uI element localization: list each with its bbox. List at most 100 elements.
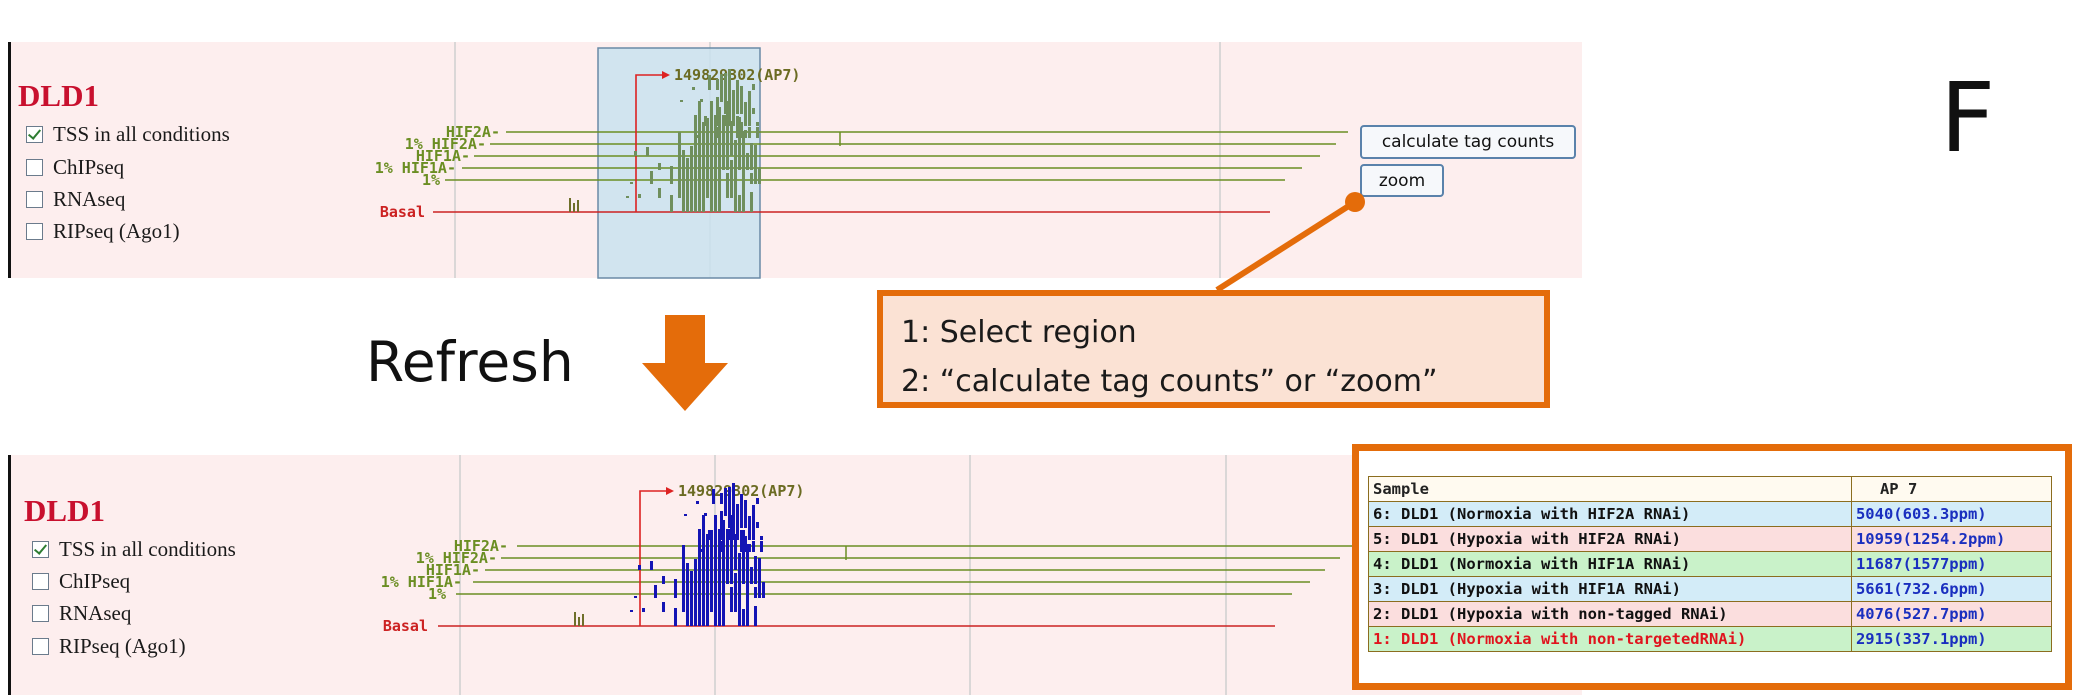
read-bar bbox=[754, 145, 757, 156]
read-bar bbox=[744, 500, 747, 516]
track-label: 1% bbox=[428, 585, 446, 603]
read-bar bbox=[732, 97, 735, 126]
read-bar bbox=[728, 89, 731, 102]
option-chipseq[interactable]: ChIPseq bbox=[32, 569, 130, 594]
option-ripseq[interactable]: RIPseq (Ago1) bbox=[32, 634, 186, 659]
read-bar bbox=[718, 157, 721, 212]
read-bar bbox=[748, 516, 751, 540]
read-bar bbox=[720, 79, 723, 102]
read-bar bbox=[710, 183, 713, 212]
checkbox[interactable] bbox=[26, 223, 43, 240]
option-chipseq[interactable]: ChIPseq bbox=[26, 155, 124, 180]
header-ap7: AP 7 bbox=[1850, 476, 2053, 502]
sample-cell: 6: DLD1 (Normoxia with HIF2A RNAi) bbox=[1368, 501, 1852, 527]
read-bar bbox=[728, 100, 731, 126]
read-bar bbox=[680, 100, 683, 102]
read-bar bbox=[690, 571, 693, 626]
read-bar bbox=[710, 101, 713, 156]
read-bar bbox=[710, 543, 713, 598]
read-bar bbox=[730, 121, 733, 156]
option-tss[interactable]: TSS in all conditions bbox=[32, 537, 236, 562]
sample-cell: 2: DLD1 (Hypoxia with non-tagged RNAi) bbox=[1368, 601, 1852, 627]
read-bar bbox=[724, 91, 727, 102]
read-bar bbox=[746, 569, 749, 612]
tag-count-cell: 10959(1254.2ppm) bbox=[1850, 526, 2053, 552]
read-bar bbox=[758, 168, 761, 184]
table-row: 2: DLD1 (Hypoxia with non-tagged RNAi)40… bbox=[1368, 601, 2053, 627]
checkbox[interactable] bbox=[32, 605, 49, 622]
read-bar bbox=[758, 581, 761, 598]
read-bar bbox=[716, 127, 719, 138]
read-bar bbox=[756, 122, 759, 126]
figure-letter: F bbox=[1940, 62, 1996, 174]
read-bar bbox=[744, 514, 747, 528]
read-bar bbox=[760, 541, 763, 552]
track-area-top[interactable]: HIF2A-1% HIF2A-HIF1A-1% HIF1A-1%Basal149… bbox=[0, 42, 1400, 279]
read-bar bbox=[740, 494, 743, 516]
read-bar bbox=[634, 596, 637, 598]
position-marker-label: 149829302(AP7) bbox=[678, 482, 804, 500]
read-bar bbox=[682, 168, 685, 198]
read-bar bbox=[626, 196, 629, 198]
option-rnaseq[interactable]: RNAseq bbox=[26, 187, 125, 212]
panel-left-border bbox=[8, 455, 11, 695]
read-bar bbox=[642, 608, 645, 612]
checkbox[interactable] bbox=[32, 573, 49, 590]
read-bar bbox=[654, 585, 657, 598]
read-bar bbox=[736, 511, 739, 540]
read-bar bbox=[714, 115, 717, 170]
track-label: HIF1A- bbox=[416, 147, 470, 165]
read-bar bbox=[732, 514, 735, 540]
read-bar bbox=[630, 182, 633, 184]
tss-marker-line bbox=[635, 74, 664, 212]
read-bar bbox=[750, 192, 753, 212]
option-rnaseq[interactable]: RNAseq bbox=[32, 601, 131, 626]
read-bar bbox=[696, 501, 699, 504]
read-bar bbox=[716, 114, 719, 126]
checkbox[interactable] bbox=[26, 191, 43, 208]
callout-line-2: 2: “calculate tag counts” or “zoom” bbox=[901, 364, 1438, 399]
read-bar bbox=[728, 505, 731, 516]
refresh-label: Refresh bbox=[366, 330, 574, 394]
checkbox[interactable] bbox=[26, 159, 43, 176]
read-bar bbox=[752, 511, 755, 528]
read-bar bbox=[730, 587, 733, 612]
zoom-button[interactable]: zoom bbox=[1360, 164, 1444, 197]
read-bar bbox=[734, 157, 737, 212]
read-bar bbox=[708, 75, 711, 90]
basal-read-bar bbox=[577, 200, 579, 212]
option-ripseq[interactable]: RIPseq (Ago1) bbox=[26, 219, 180, 244]
read-bar bbox=[752, 108, 755, 114]
read-bar bbox=[708, 530, 711, 540]
read-bar bbox=[742, 609, 745, 626]
read-bar bbox=[704, 116, 707, 126]
read-bar bbox=[722, 520, 725, 570]
checkbox[interactable] bbox=[32, 638, 49, 655]
track-label: 1% bbox=[422, 171, 440, 189]
table-row: 3: DLD1 (Hypoxia with HIF1A RNAi)5661(73… bbox=[1368, 576, 2053, 602]
read-bar bbox=[720, 493, 723, 504]
checkbox-checked[interactable] bbox=[26, 126, 43, 143]
track-area-bottom[interactable]: HIF2A-1% HIF2A-HIF1A-1% HIF1A-1%Basal149… bbox=[0, 455, 1400, 695]
track-label: 1% HIF1A- bbox=[381, 573, 462, 591]
read-bar bbox=[714, 597, 717, 626]
read-bar bbox=[740, 86, 743, 102]
read-bar bbox=[674, 579, 677, 598]
read-bar bbox=[750, 567, 753, 584]
read-bar bbox=[694, 604, 697, 626]
read-bar bbox=[706, 129, 709, 184]
read-bar bbox=[756, 127, 759, 138]
read-bar bbox=[704, 513, 707, 516]
checkbox-checked[interactable] bbox=[32, 541, 49, 558]
basal-read-bar bbox=[569, 198, 571, 212]
read-bar bbox=[662, 602, 665, 612]
option-tss[interactable]: TSS in all conditions bbox=[26, 122, 230, 147]
table-row: 6: DLD1 (Normoxia with HIF2A RNAi)5040(6… bbox=[1368, 501, 2053, 527]
read-bar bbox=[754, 154, 757, 170]
read-bar bbox=[740, 100, 743, 114]
calculate-tag-counts-button[interactable]: calculate tag counts bbox=[1360, 125, 1576, 159]
table-row: 1: DLD1 (Normoxia with non-targetedRNAi)… bbox=[1368, 626, 2053, 652]
track-label: 1% HIF1A- bbox=[375, 159, 456, 177]
read-bar bbox=[744, 102, 747, 126]
read-bar bbox=[716, 79, 719, 90]
